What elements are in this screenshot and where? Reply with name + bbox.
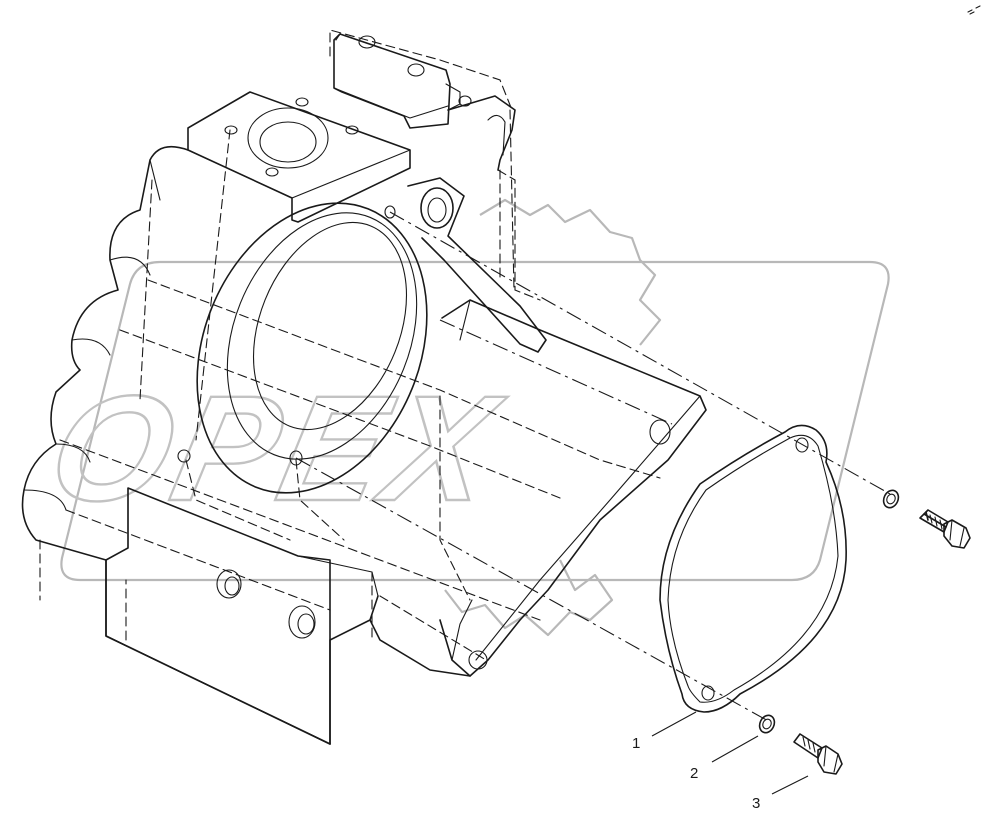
centerline-lower — [295, 457, 771, 723]
corner-mark — [967, 5, 981, 15]
washer-lower — [758, 714, 776, 734]
watermark-frame — [60, 260, 890, 582]
callout-label-1: 1 — [632, 735, 640, 752]
washer — [758, 489, 900, 734]
centerline-cover — [439, 319, 673, 425]
callout-label-3: 3 — [752, 795, 760, 812]
callout-label-2: 2 — [690, 765, 698, 782]
flange-pad — [187, 91, 411, 223]
transmission-housing — [21, 33, 707, 745]
callout-1: 1 — [632, 711, 697, 752]
center-lines — [295, 211, 891, 723]
watermark: OPEX — [36, 198, 890, 637]
top-boss — [333, 33, 451, 129]
bolt-upper — [919, 509, 971, 549]
callout-3: 3 — [752, 775, 809, 812]
flange-bolt — [793, 509, 971, 775]
centerline-upper — [389, 211, 891, 495]
watermark-text: OPEX — [37, 366, 515, 533]
cover-plate — [659, 424, 847, 713]
callout-2: 2 — [690, 735, 759, 782]
watermark-gear — [444, 198, 662, 637]
bolt-lower — [793, 733, 843, 775]
callouts: 1 2 3 — [632, 711, 809, 812]
bearing-bore-outer — [196, 202, 428, 494]
cover-plate-outline — [659, 424, 847, 713]
hidden-lines — [39, 29, 661, 661]
washer-upper — [882, 489, 900, 509]
